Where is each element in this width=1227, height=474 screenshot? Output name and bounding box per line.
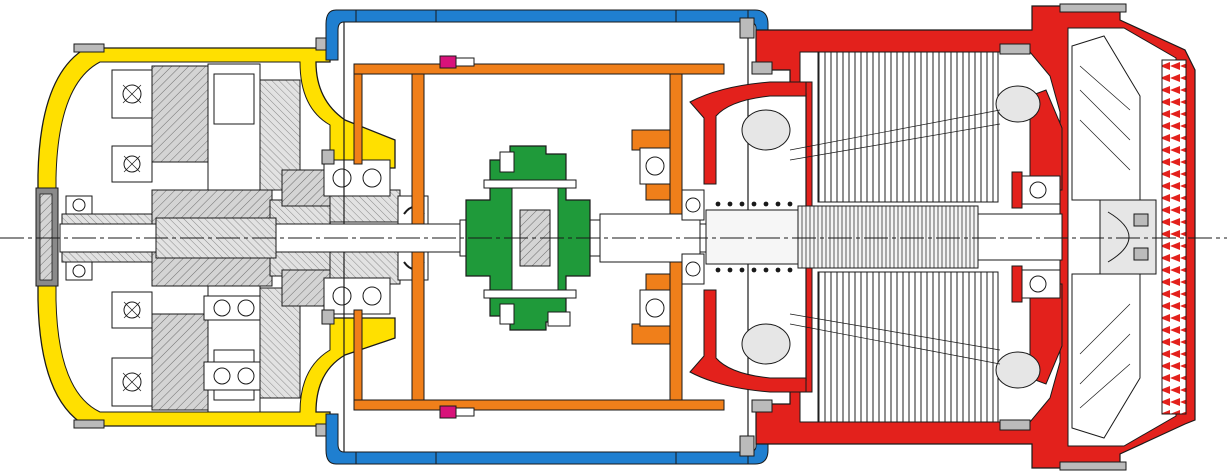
coupling-housing [325,9,769,465]
cooling-fan [1071,35,1187,439]
gearbox-internals [61,37,429,437]
intermediate-frame [353,63,725,411]
motor-bearings [681,171,1061,303]
stator-core [741,51,1041,423]
seal-markers [439,55,475,419]
rotor [705,201,1063,273]
housing-bolts [739,3,1127,471]
